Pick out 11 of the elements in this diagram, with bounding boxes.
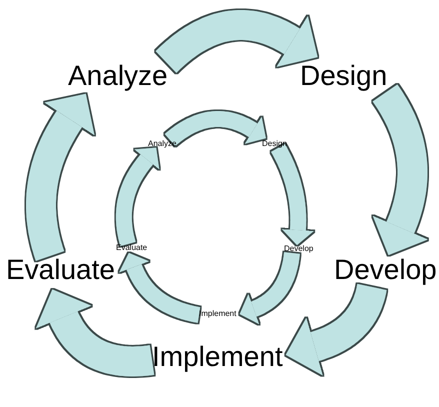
curved-block-arrow	[154, 10, 318, 75]
curved-block-arrow	[164, 111, 266, 147]
stage-label: Design	[300, 62, 388, 90]
stage-label: Design	[262, 140, 287, 148]
stage-label: Develop	[334, 256, 437, 284]
stage-label: Evaluate	[6, 256, 115, 284]
curved-block-arrow	[270, 142, 314, 246]
stage-label: Analyze	[68, 62, 168, 90]
stage-label: Evaluate	[116, 244, 148, 252]
stage-label: Develop	[284, 245, 314, 253]
stage-label: Implement	[152, 343, 283, 371]
